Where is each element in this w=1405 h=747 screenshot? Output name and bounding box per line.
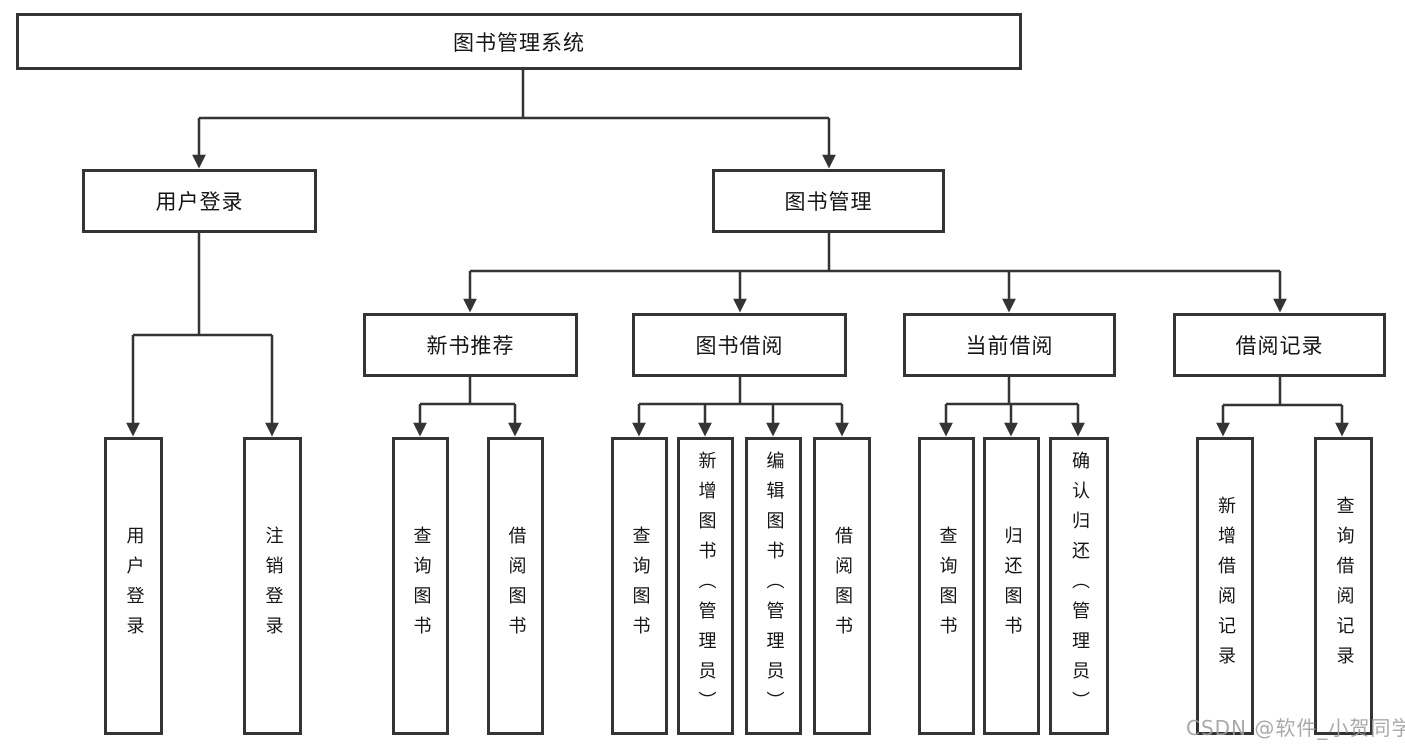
node-book-borrowing: 图书借阅	[632, 313, 847, 377]
leaf-query-borrow-record: 查询借阅记录	[1314, 437, 1373, 735]
connector-borrowing-records-children	[1216, 376, 1349, 437]
node-book-management: 图书管理	[712, 169, 945, 233]
node-user-login: 用户登录	[82, 169, 317, 233]
leaf-add-book-admin: 新增图书（管理员）	[677, 437, 734, 735]
node-user-login-label: 用户登录	[155, 190, 244, 214]
connector-book-management-children	[463, 232, 1287, 313]
leaf-logout: 注销登录	[243, 437, 302, 735]
leaf-return-books-label: 归还图书	[1001, 526, 1023, 646]
node-book-management-label: 图书管理	[784, 190, 873, 214]
leaf-add-borrow-record-label: 新增借阅记录	[1215, 496, 1236, 676]
node-new-book-recommendation: 新书推荐	[363, 313, 578, 377]
csdn-watermark: CSDN @软件_小贺同学	[1186, 716, 1405, 740]
node-current-borrowing-label: 当前借阅	[965, 334, 1054, 358]
leaf-query-borrow-record-label: 查询借阅记录	[1333, 496, 1355, 676]
node-book-borrowing-label: 图书借阅	[695, 334, 784, 358]
connector-user-login-children	[126, 232, 279, 437]
leaf-query-books-recommend: 查询图书	[392, 437, 449, 735]
connector-new-book-recommendation-children	[413, 376, 522, 437]
leaf-add-book-admin-label: 新增图书（管理员）	[695, 451, 717, 721]
leaf-borrow-books-recommend-label: 借阅图书	[505, 526, 527, 646]
node-borrowing-records-label: 借阅记录	[1235, 334, 1324, 358]
leaf-borrow-books-borrowing-label: 借阅图书	[832, 526, 853, 646]
node-root-library-system: 图书管理系统	[16, 13, 1022, 70]
connector-book-borrowing-children	[632, 376, 849, 437]
leaf-confirm-return-admin-label: 确认归还（管理员）	[1069, 451, 1090, 721]
leaf-edit-book-admin: 编辑图书（管理员）	[745, 437, 802, 735]
leaf-confirm-return-admin: 确认归还（管理员）	[1049, 437, 1109, 735]
leaf-add-borrow-record: 新增借阅记录	[1196, 437, 1254, 735]
leaf-user-login: 用户登录	[104, 437, 163, 735]
connector-current-borrowing-children	[939, 376, 1085, 437]
leaf-query-books-current: 查询图书	[918, 437, 975, 735]
node-root-label: 图书管理系统	[453, 30, 585, 55]
node-new-book-recommendation-label: 新书推荐	[426, 334, 515, 358]
leaf-borrow-books-borrowing: 借阅图书	[813, 437, 871, 735]
node-borrowing-records: 借阅记录	[1173, 313, 1386, 377]
leaf-edit-book-admin-label: 编辑图书（管理员）	[763, 451, 785, 721]
leaf-return-books: 归还图书	[983, 437, 1040, 735]
leaf-logout-label: 注销登录	[262, 526, 284, 646]
leaf-query-books-borrowing-label: 查询图书	[629, 526, 651, 646]
leaf-user-login-label: 用户登录	[123, 526, 145, 646]
leaf-query-books-recommend-label: 查询图书	[410, 526, 432, 646]
leaf-borrow-books-recommend: 借阅图书	[487, 437, 544, 735]
leaf-query-books-current-label: 查询图书	[936, 526, 958, 646]
node-current-borrowing: 当前借阅	[903, 313, 1116, 377]
leaf-query-books-borrowing: 查询图书	[611, 437, 668, 735]
connector-root-to-level2	[192, 69, 836, 169]
